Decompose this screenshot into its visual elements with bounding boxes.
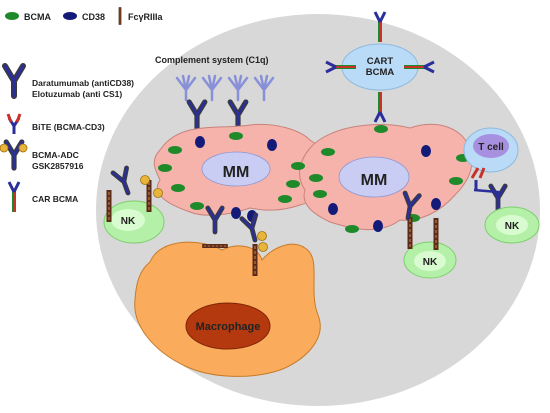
myeloma-nucleus-right (338, 156, 410, 198)
bcma-marker-icon (158, 164, 172, 172)
adc-payload-icon (258, 242, 268, 252)
bcma-marker-icon (291, 162, 305, 170)
cd38-marker-icon (328, 203, 338, 215)
macrophage-nucleus (185, 302, 271, 350)
cd38-marker-icon (373, 220, 383, 232)
fc-receptor-icon (105, 189, 113, 223)
legend-bcma-label: BCMA (24, 12, 51, 22)
adc-payload-icon (257, 231, 267, 241)
nk-cell-left: NK (103, 200, 165, 244)
cd38-marker-icon (195, 136, 205, 148)
bcma-marker-icon (374, 125, 388, 133)
bcma-marker-icon (278, 195, 292, 203)
fc-receptor-icon (251, 243, 259, 277)
legend-cd38-label: CD38 (82, 12, 105, 22)
bcma-marker-icon (229, 132, 243, 140)
cd38-marker-icon (431, 198, 441, 210)
fc-receptor-icon (201, 243, 229, 249)
bcma-markers (158, 125, 470, 233)
macrophage-label: Macrophage (196, 321, 261, 333)
nk-cell-right: NK (484, 206, 540, 244)
antibody-icon (5, 66, 23, 96)
legend: BCMA CD38 FcγRIIIa Daratumumab (antiCD38… (0, 6, 164, 214)
complement-label: Complement system (C1q) (155, 55, 269, 65)
mm-right-label: MM (361, 172, 388, 189)
bite-icon (6, 113, 22, 134)
nk-cell-center: NK (403, 241, 457, 279)
legend-adc-line1: BCMA-ADC (32, 150, 79, 160)
cd38-marker-icon (421, 145, 431, 157)
bcma-marker-icon (321, 148, 335, 156)
legend-bite-label: BiTE (BCMA-CD3) (32, 122, 105, 132)
bcma-marker-icon (313, 190, 327, 198)
bcma-marker-icon (309, 174, 323, 182)
cart-label-line2: BCMA (366, 67, 395, 78)
bcma-marker-icon (171, 184, 185, 192)
fc-receptor-icon (118, 6, 122, 26)
bcma-marker-icon (449, 177, 463, 185)
cart-bcma-cell: CART BCMA (324, 10, 436, 124)
t-cell: T cell (463, 127, 519, 173)
bcma-marker-icon (345, 225, 359, 233)
legend-car-label: CAR BCMA (32, 194, 78, 204)
fc-receptor-icon (406, 216, 414, 250)
nk-left-label: NK (121, 216, 136, 227)
tcell-label: T cell (478, 142, 504, 153)
mm-left-label: MM (223, 164, 250, 181)
bcma-marker-icon (190, 202, 204, 210)
myeloma-nucleus-left (201, 151, 271, 187)
nk-right-label: NK (505, 221, 520, 232)
cd38-marker-icon (63, 12, 77, 20)
adc-payload-icon (140, 175, 150, 185)
adc-icon (0, 142, 28, 168)
legend-adc-line2: GSK2857916 (32, 161, 84, 171)
legend-fcr-label: FcγRIIIa (128, 12, 164, 22)
adc-payload-icon (153, 188, 163, 198)
legend-antibody-line2: Elotuzumab (anti CS1) (32, 89, 122, 99)
bcma-marker-icon (5, 12, 19, 20)
fc-receptor-icon (432, 217, 440, 251)
cart-label-line1: CART (367, 56, 394, 67)
car-icon (7, 180, 21, 214)
fc-receptor-icon (145, 179, 153, 213)
legend-antibody-line1: Daratumumab (antiCD38) (32, 78, 134, 88)
bite-engager-icon (470, 167, 486, 190)
nk-center-label: NK (423, 257, 438, 268)
bcma-marker-icon (286, 180, 300, 188)
cd38-marker-icon (231, 207, 241, 219)
cd38-marker-icon (267, 139, 277, 151)
bcma-marker-icon (168, 146, 182, 154)
